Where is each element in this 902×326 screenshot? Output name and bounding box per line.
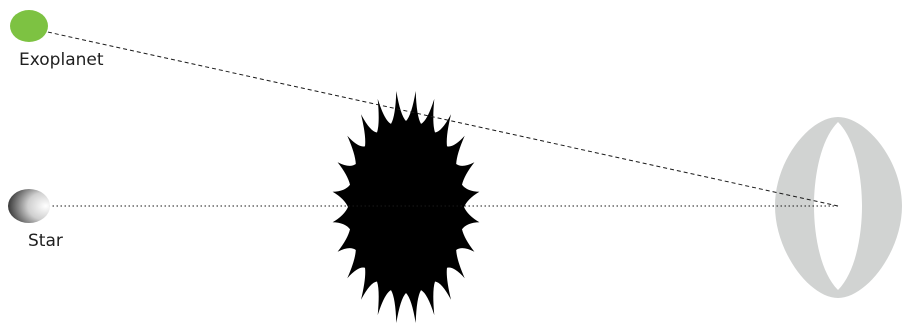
exoplanet-icon bbox=[10, 10, 48, 42]
star-label: Star bbox=[28, 233, 63, 250]
starshade-occulter-icon bbox=[333, 91, 480, 323]
telescope-lens-icon bbox=[775, 117, 902, 298]
star-icon bbox=[8, 189, 50, 223]
exoplanet-label: Exoplanet bbox=[19, 52, 104, 69]
